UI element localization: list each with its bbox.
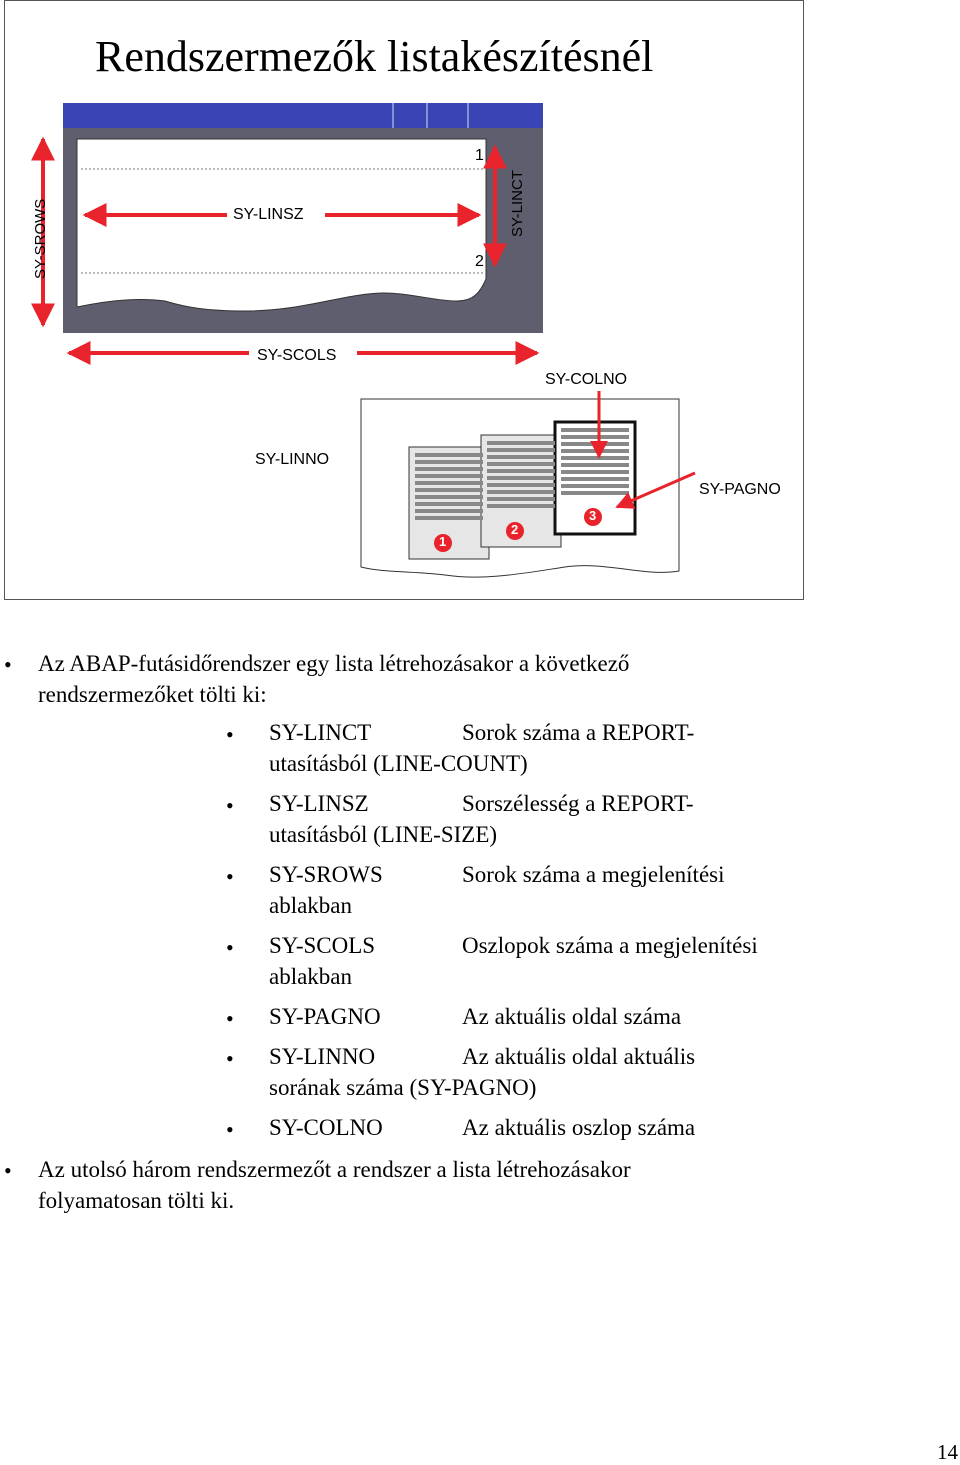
bullet-dot: • [226,722,234,747]
page-text-line [415,460,483,464]
slide-frame: Rendszermezők listakészítésnél [4,0,804,600]
page-text-line [415,467,483,471]
item-code: SY-SCOLS [269,933,376,958]
page-text-line [415,453,483,457]
bullet-dot: • [226,793,234,818]
page-text-line [487,455,555,459]
sy-linno-label: SY-LINNO [255,451,330,468]
page-1-badge [434,534,452,552]
bullet-dot: • [226,935,234,960]
item-code: SY-LINNO [269,1044,376,1069]
page-text-line [415,474,483,478]
pages-stack [360,398,680,578]
sy-pagno-label: SY-PAGNO [699,481,781,498]
line-1-label: 1 [475,147,484,164]
page-text-line [415,509,483,513]
item-cont: utasításból (LINE-SIZE) [269,822,498,847]
page-text-line [415,495,483,499]
page-text-line [415,488,483,492]
item-desc: Az aktuális oszlop száma [462,1115,696,1140]
item-desc: Az aktuális oldal száma [462,1004,682,1029]
item-cont: utasításból (LINE-COUNT) [269,751,528,776]
intro-line-1: Az ABAP-futásidőrendszer egy lista létre… [38,651,630,676]
sy-pagno-arrow [615,471,696,509]
item-code: SY-SROWS [269,862,383,887]
item-desc: Oszlopok száma a megjelenítési [462,933,758,958]
list-diagram [31,103,696,578]
sy-linct-label: SY-LINCT [509,170,526,237]
bullet-dot: • [226,1006,234,1031]
bullet-dot: • [226,1117,234,1142]
page-text-line [487,490,555,494]
page-text-line [415,502,483,506]
page-2-badge [506,522,524,540]
outro-line-2: folyamatosan tölti ki. [38,1188,235,1213]
page-text-line [561,442,629,446]
page-text-line [561,428,629,432]
page-text-line [561,470,629,474]
item-cont: ablakban [269,893,353,918]
item-code: SY-LINCT [269,720,372,745]
page-text-line [415,516,483,520]
bullet-dot: • [226,864,234,889]
outro-line-1: Az utolsó három rendszermezőt a rendszer… [38,1157,631,1182]
page-text-line [487,448,555,452]
page-1-number: 1 [439,534,447,549]
page-number: 14 [937,1440,958,1464]
item-desc: Az aktuális oldal aktuális [462,1044,696,1069]
page-text-line [561,491,629,495]
page-3-badge [584,508,602,526]
page-text-line [415,481,483,485]
item-cont: sorának száma (SY-PAGNO) [269,1075,537,1100]
page-text-line [487,441,555,445]
item-cont: ablakban [269,964,353,989]
sy-colno-label: SY-COLNO [545,371,628,388]
page-3-number: 3 [589,508,597,523]
bullet-dot: • [4,1158,12,1183]
sy-linsz-label: SY-LINSZ [233,206,304,223]
page-text-line [561,484,629,488]
page-text-line [487,469,555,473]
bullet-dot: • [226,1046,234,1071]
item-desc: Sorok száma a megjelenítési [462,862,725,887]
page-text-line [561,463,629,467]
page-text-line [561,449,629,453]
item-desc: Sorok száma a REPORT- [462,720,695,745]
intro-line-2: rendszermezőket tölti ki: [38,682,267,707]
item-code: SY-COLNO [269,1115,383,1140]
slide-title: Rendszermezők listakészítésnél [95,32,654,81]
sy-scols-label: SY-SCOLS [257,347,337,364]
page-2-number: 2 [511,522,519,537]
line-2-label: 2 [475,253,484,270]
page-text-line [561,435,629,439]
page-text-line [487,462,555,466]
page-text-line [487,483,555,487]
page-text-line [487,497,555,501]
sy-srows-label: SY-SROWS [32,198,49,279]
page-text-line [487,476,555,480]
item-code: SY-LINSZ [269,791,369,816]
item-desc: Sorszélesség a REPORT- [462,791,694,816]
item-code: SY-PAGNO [269,1004,381,1029]
bullet-dot: • [4,652,12,677]
page-text-line [487,504,555,508]
page-text-line [561,477,629,481]
page-text-line [561,456,629,460]
